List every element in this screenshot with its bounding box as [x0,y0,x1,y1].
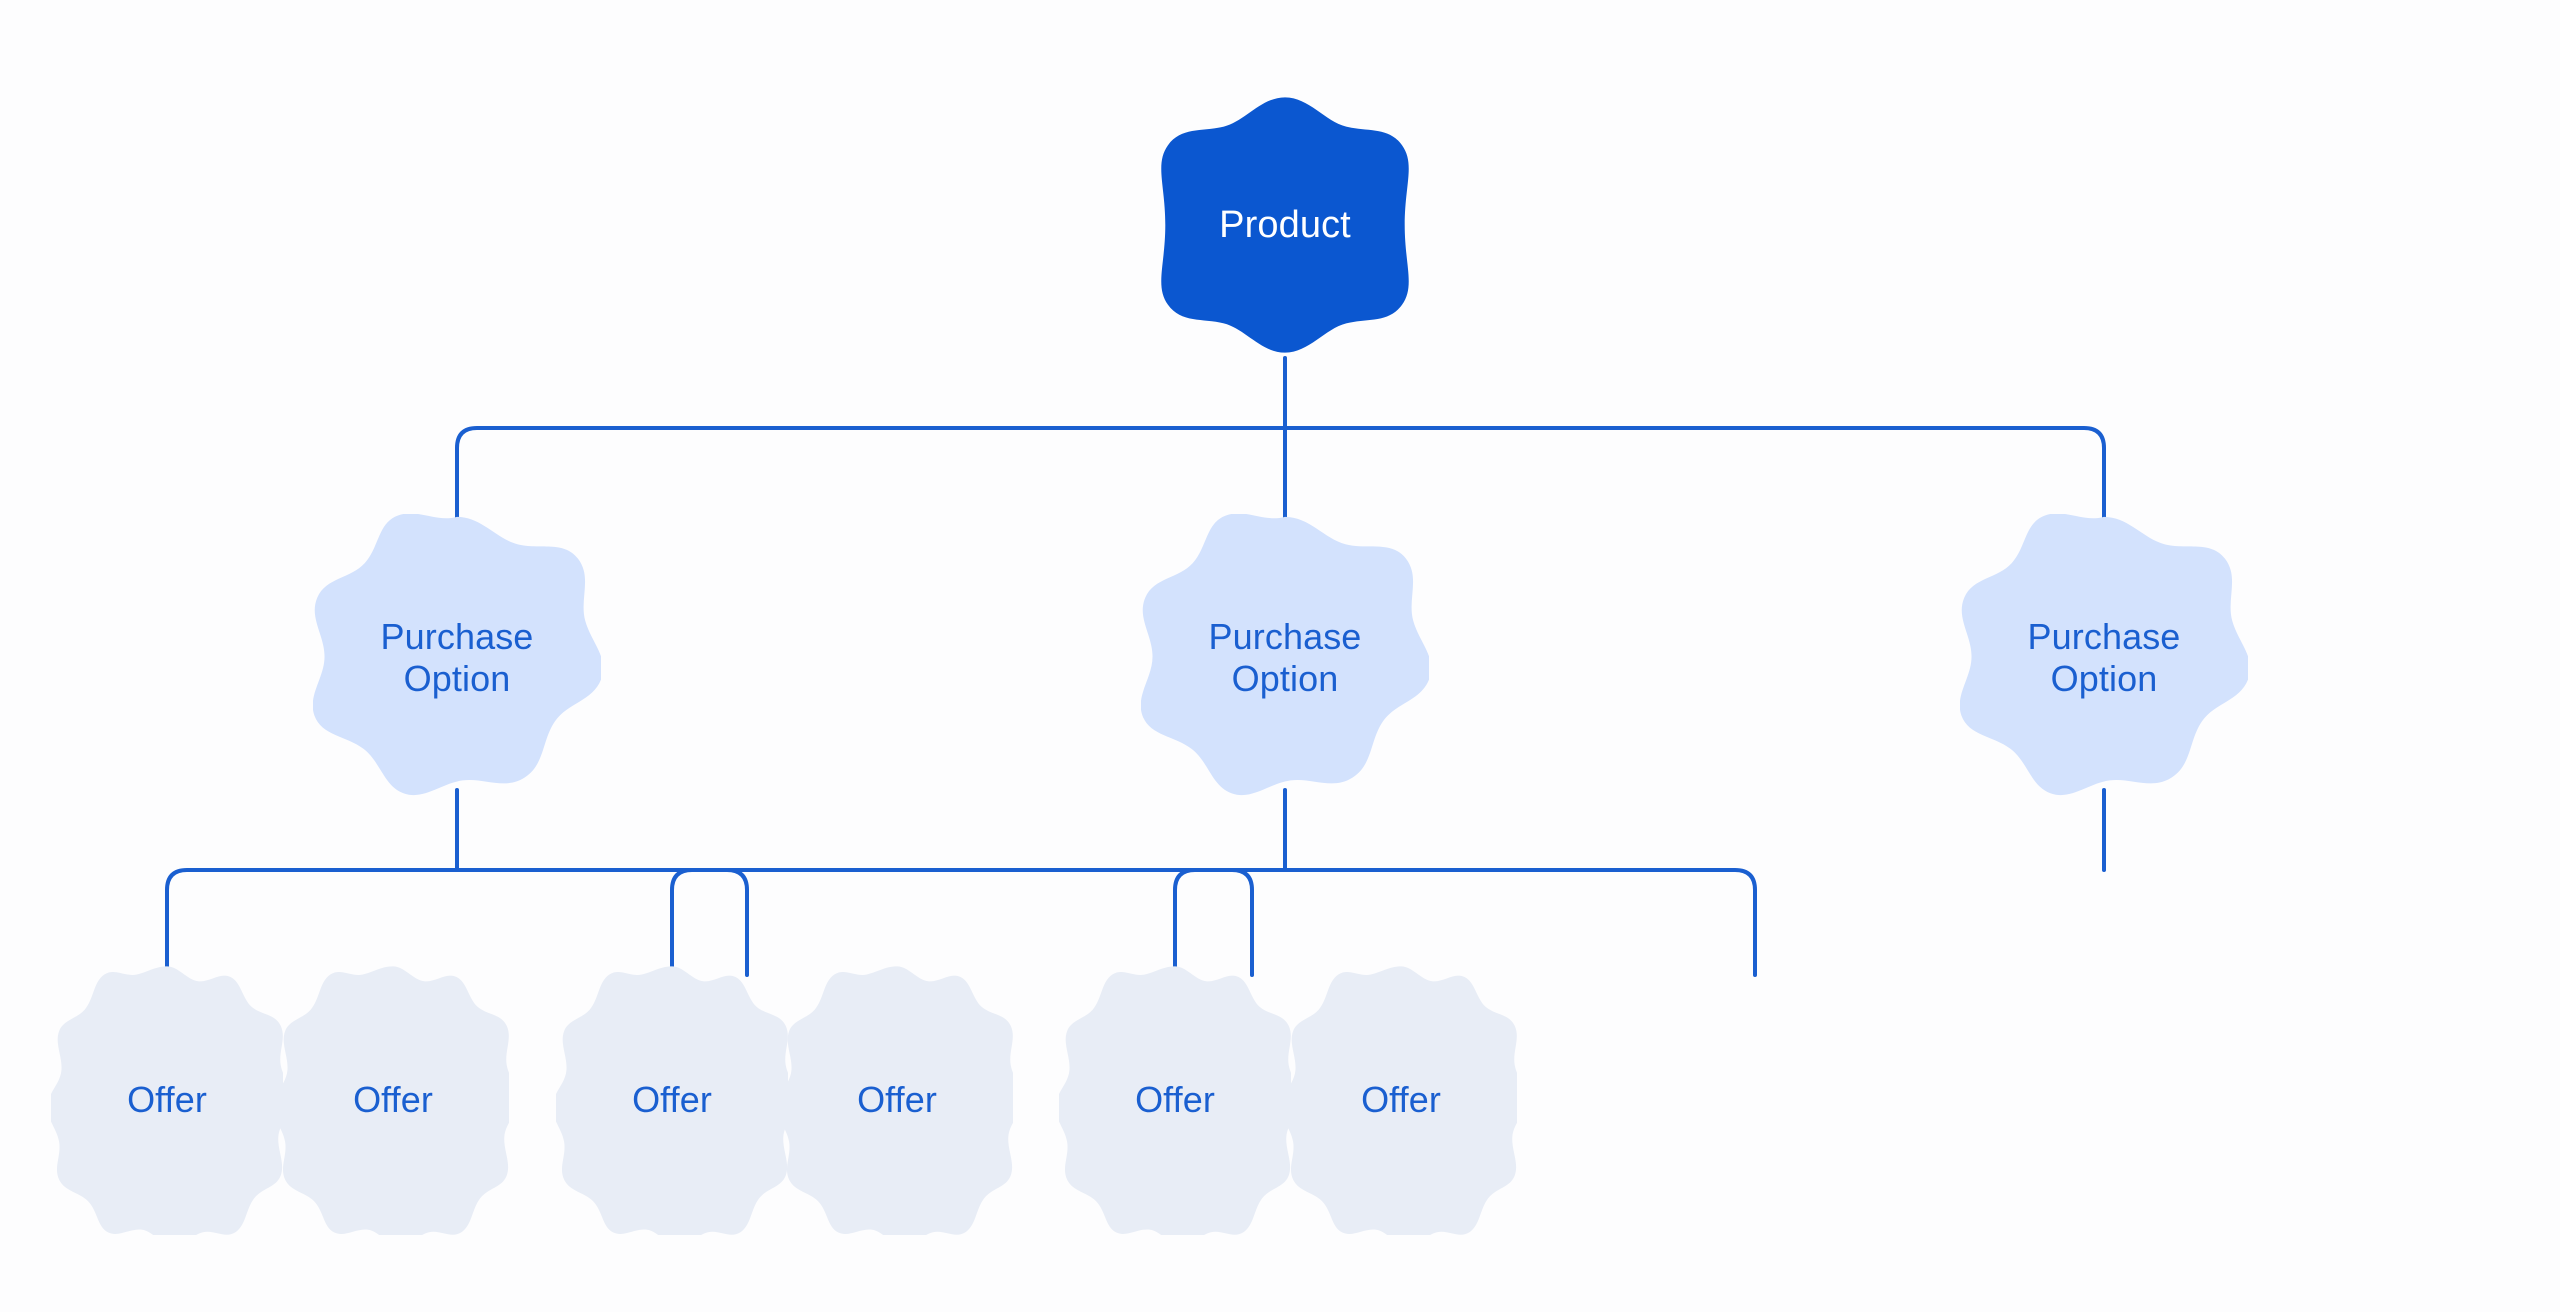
node-purchase-option-label: Purchase Option [380,616,534,699]
node-product-label: Product [1219,203,1351,246]
edge-bus-group3 [1173,868,1757,977]
edge-bus-level2 [455,426,2106,525]
node-offer-1[interactable]: Offer [51,965,283,1235]
node-purchase-option-1[interactable]: Purchase Option [313,514,601,802]
node-offer-label: Offer [127,1079,207,1121]
product-blob-shape [1161,97,1409,353]
node-offer-6[interactable]: Offer [1285,965,1517,1235]
node-offer-label: Offer [1135,1079,1215,1121]
node-purchase-option-3[interactable]: Purchase Option [1960,514,2248,802]
offer-scallop-shape [556,966,788,1235]
node-offer-label: Offer [857,1079,937,1121]
node-purchase-option-label: Purchase Option [1208,616,1362,699]
node-offer-2[interactable]: Offer [277,965,509,1235]
node-product[interactable]: Product [1152,92,1418,358]
purchase-option-flower-shape [313,514,601,795]
purchase-option-flower-shape [1960,514,2248,795]
offer-scallop-shape [51,966,283,1235]
node-offer-5[interactable]: Offer [1059,965,1291,1235]
node-offer-4[interactable]: Offer [781,965,1013,1235]
purchase-option-flower-shape [1141,514,1429,795]
offer-scallop-shape [1285,966,1517,1235]
node-offer-label: Offer [632,1079,712,1121]
edge-bus-group2 [670,868,1254,977]
offer-scallop-shape [1059,966,1291,1235]
node-offer-3[interactable]: Offer [556,965,788,1235]
node-offer-label: Offer [353,1079,433,1121]
node-offer-label: Offer [1361,1079,1441,1121]
node-purchase-option-2[interactable]: Purchase Option [1141,514,1429,802]
offer-scallop-shape [781,966,1013,1235]
node-purchase-option-label: Purchase Option [2027,616,2181,699]
edge-bus-group1 [165,868,749,977]
offer-scallop-shape [277,966,509,1235]
